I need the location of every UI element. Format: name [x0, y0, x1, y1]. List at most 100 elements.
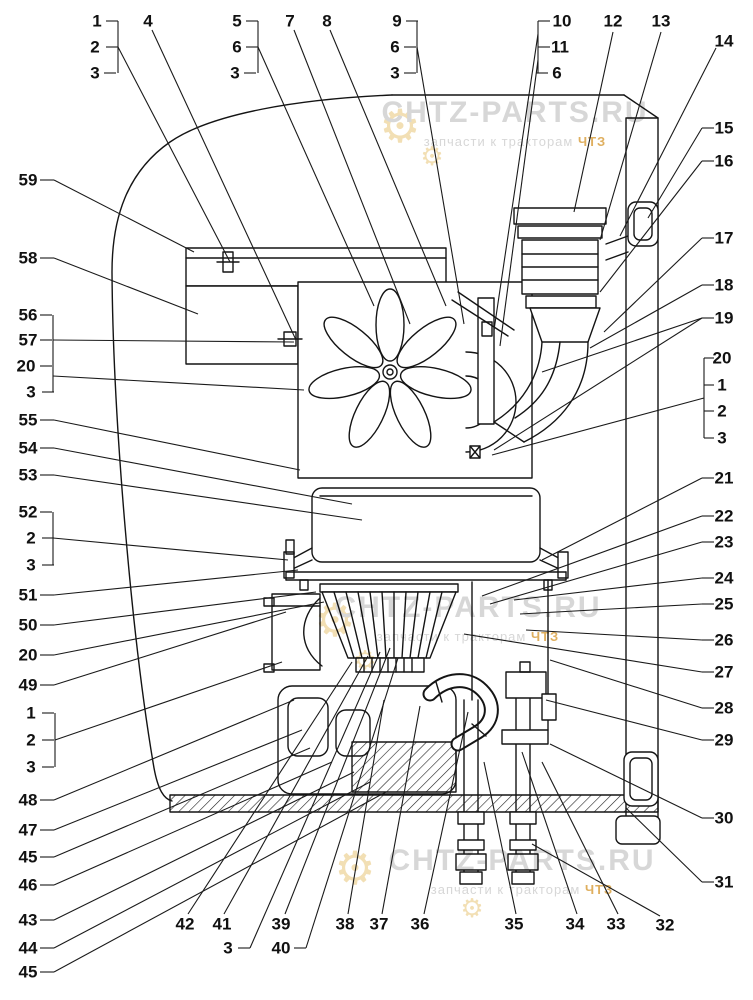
callout-24: 24	[715, 569, 734, 588]
leader-line	[117, 46, 231, 263]
callout-6: 6	[390, 38, 399, 57]
leader-line	[625, 807, 703, 883]
callout-20: 20	[19, 646, 38, 665]
callout-45: 45	[19, 963, 38, 982]
leader-line	[525, 629, 703, 641]
leader-line	[53, 729, 303, 831]
leader-line	[493, 317, 703, 451]
gear-icon: ⚙	[379, 100, 420, 152]
watermark-subtitle-text: запчасти к тракторам	[424, 134, 578, 149]
leader-line	[531, 843, 661, 917]
leader-line	[151, 29, 297, 341]
expansion-tank	[283, 487, 569, 591]
callout-1: 1	[717, 376, 726, 395]
engine-block	[277, 685, 457, 795]
callout-3: 3	[26, 758, 35, 777]
leader-line	[519, 603, 703, 615]
leader-line	[647, 127, 703, 219]
leader-line	[483, 761, 517, 915]
callout-59: 59	[19, 171, 38, 190]
watermark-subtitle: запчасти к тракторам ЧТЗ	[377, 629, 559, 644]
callout-8: 8	[322, 12, 331, 31]
callout-3: 3	[717, 429, 726, 448]
callout-25: 25	[715, 595, 734, 614]
strainer-cone	[319, 583, 459, 673]
callout-15: 15	[715, 119, 734, 138]
callout-18: 18	[715, 276, 734, 295]
bottom-rail	[169, 794, 659, 813]
watermark-subtitle-text: запчасти к тракторам	[431, 882, 585, 897]
callout-21: 21	[715, 469, 734, 488]
callout-57: 57	[19, 331, 38, 350]
watermark-subtitle: запчасти к тракторам ЧТЗ	[431, 882, 613, 897]
callout-28: 28	[715, 699, 734, 718]
callout-22: 22	[715, 507, 734, 526]
air-cleaner	[493, 207, 629, 443]
leader-line	[53, 257, 199, 315]
gear-icon: ⚙	[420, 141, 443, 171]
callout-12: 12	[604, 12, 623, 31]
callout-5: 5	[232, 12, 241, 31]
leader-line	[293, 29, 411, 325]
left-panel	[185, 285, 299, 365]
top-panel	[185, 247, 469, 299]
leader-line	[53, 771, 355, 921]
leader-line	[481, 515, 703, 597]
callout-6: 6	[232, 38, 241, 57]
leader-line	[223, 655, 369, 915]
callout-2: 2	[26, 529, 35, 548]
callout-31: 31	[715, 873, 734, 892]
leader-line	[53, 591, 317, 626]
callout-3: 3	[90, 64, 99, 83]
watermark-title: CHTZ-PARTS.RU	[381, 96, 648, 129]
leader-line	[423, 711, 469, 915]
leader-line	[549, 659, 703, 709]
callout-2: 2	[90, 38, 99, 57]
leader-line	[52, 537, 289, 561]
callout-3: 3	[390, 64, 399, 83]
callout-37: 37	[370, 915, 389, 934]
callout-29: 29	[715, 731, 734, 750]
leader-line	[249, 651, 381, 949]
leader-line	[53, 447, 353, 505]
callout-55: 55	[19, 411, 38, 430]
callout-53: 53	[19, 466, 38, 485]
leader-line	[619, 47, 717, 237]
leader-line	[416, 46, 465, 325]
callout-16: 16	[715, 152, 734, 171]
callout-54: 54	[19, 439, 38, 458]
leader-line	[53, 179, 195, 253]
callout-46: 46	[19, 876, 38, 895]
leader-line	[284, 647, 391, 915]
callout-3: 3	[230, 64, 239, 83]
callout-42: 42	[176, 915, 195, 934]
callout-20: 20	[713, 349, 732, 368]
callout-9: 9	[392, 12, 401, 31]
leader-line	[53, 781, 371, 949]
leader-line	[257, 46, 375, 307]
leader-line	[53, 569, 299, 596]
callout-35: 35	[505, 915, 524, 934]
leader-line	[53, 699, 295, 801]
callout-38: 38	[336, 915, 355, 934]
callout-13: 13	[652, 12, 671, 31]
callout-2: 2	[717, 402, 726, 421]
leader-line	[489, 541, 703, 605]
leader-line	[53, 747, 311, 858]
leader-line	[53, 419, 301, 471]
callout-50: 50	[19, 616, 38, 635]
leader-line	[381, 705, 421, 915]
leader-line	[541, 317, 703, 373]
callout-11: 11	[551, 38, 569, 57]
callout-51: 51	[19, 586, 38, 605]
callout-23: 23	[715, 533, 734, 552]
callout-34: 34	[566, 915, 585, 934]
callout-3: 3	[223, 939, 232, 958]
leader-line	[53, 601, 325, 656]
leader-line	[599, 160, 703, 293]
leader-line	[573, 31, 614, 213]
